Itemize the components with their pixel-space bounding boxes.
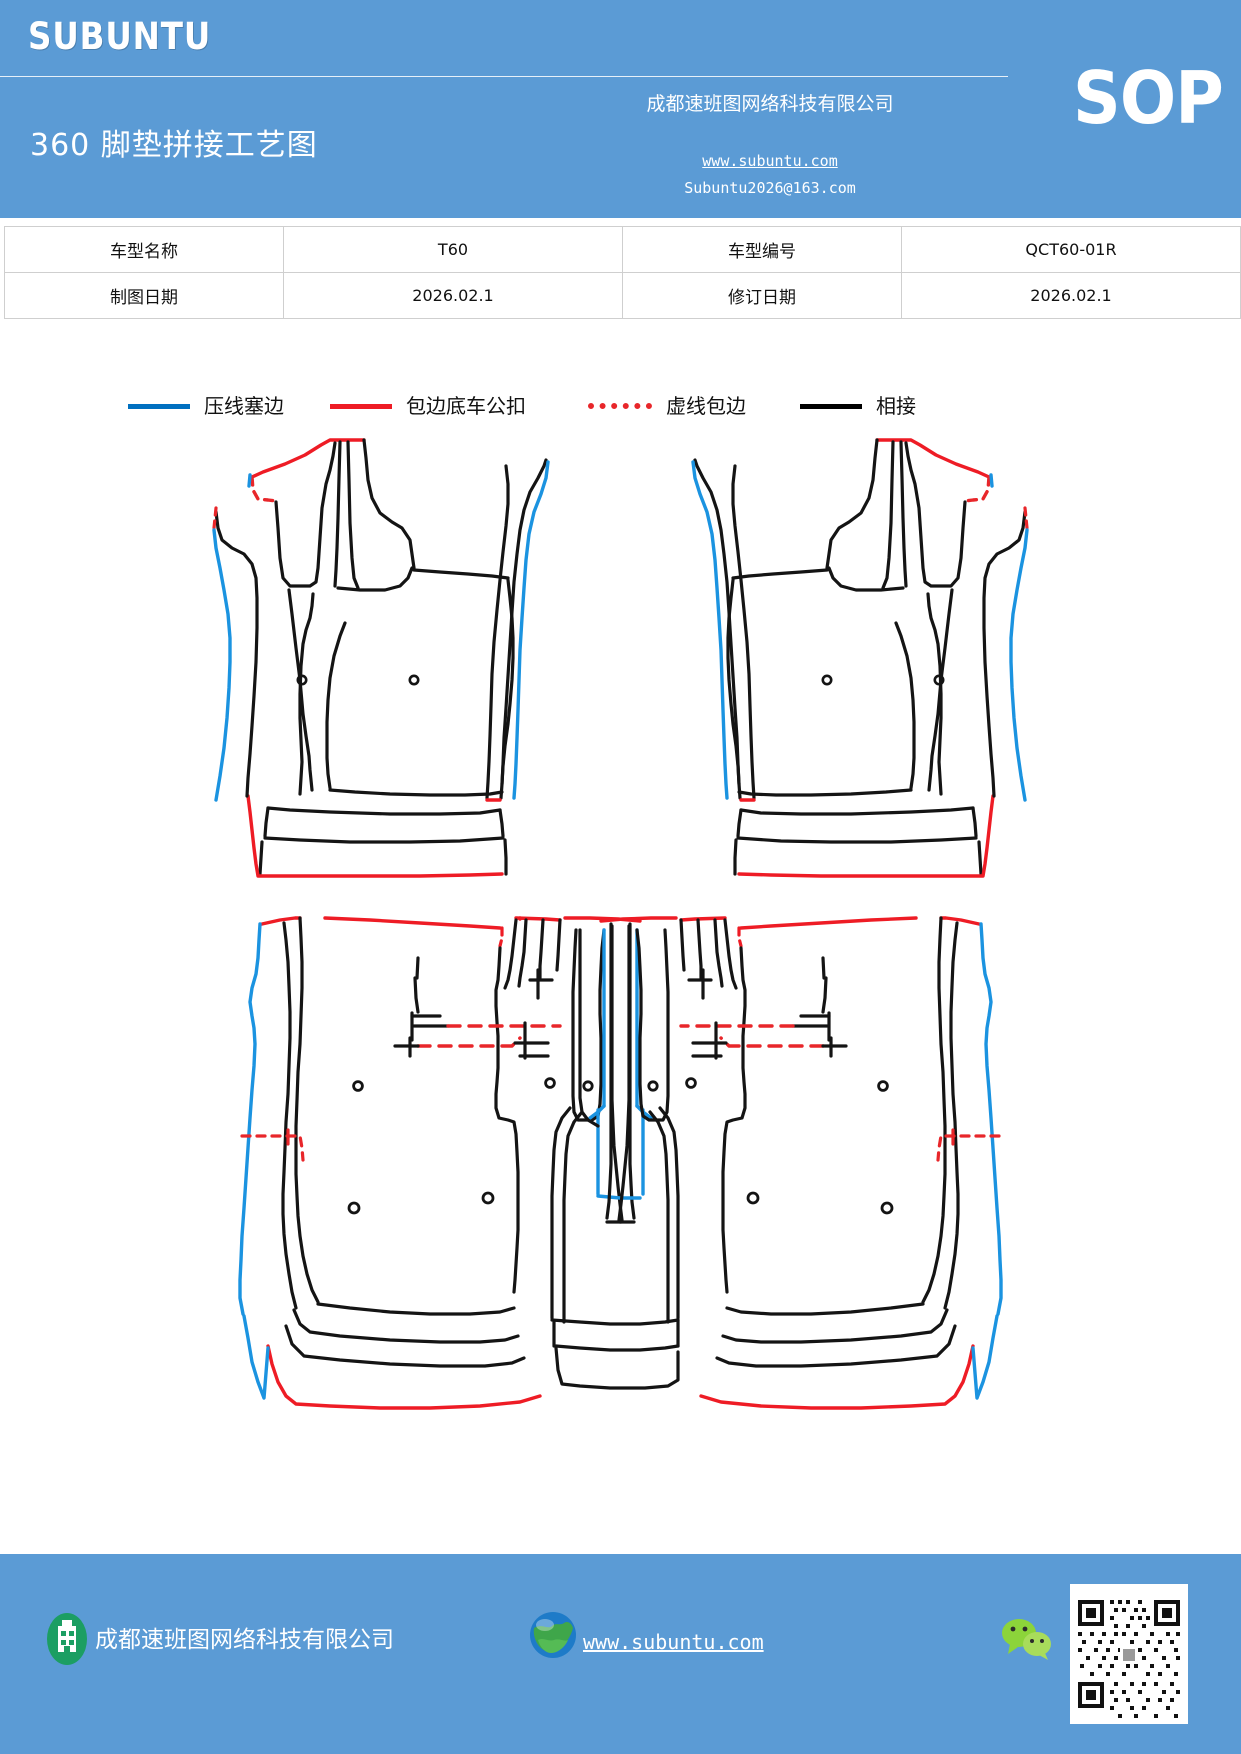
page-footer: 成都速班图网络科技有限公司 www.subuntu.com <box>0 1554 1241 1754</box>
legend-item-red-edge: 包边底车公扣 <box>330 396 526 416</box>
front-left-sill <box>485 458 550 802</box>
page-title: 360 脚垫拼接工艺图 <box>30 128 318 163</box>
legend: 压线塞边 包边底车公扣 虚线包边 相接 <box>0 392 1241 432</box>
cell-revision-date-label: 修订日期 <box>622 272 902 319</box>
rear-right-mat <box>599 916 1003 1410</box>
header-website-link[interactable]: www.subuntu.com <box>702 152 838 170</box>
cell-revision-date-value: 2026.02.1 <box>901 272 1241 319</box>
rear-right-sill <box>605 922 670 1224</box>
sop-badge: SOP <box>1073 56 1224 140</box>
qr-code <box>1070 1584 1188 1724</box>
cell-model-name-label: 车型名称 <box>4 226 284 273</box>
front-right-mat <box>726 438 1029 878</box>
page-header: SUBUNTU 360 脚垫拼接工艺图 SOP 成都速班图网络科技有限公司 ww… <box>0 0 1241 218</box>
cell-draw-date-label: 制图日期 <box>4 272 284 319</box>
footer-company-name: 成都速班图网络科技有限公司 <box>95 1627 394 1653</box>
legend-label-blue: 压线塞边 <box>204 394 284 418</box>
brand-logo: SUBUNTU <box>28 15 212 58</box>
cell-model-code-label: 车型编号 <box>622 226 902 273</box>
legend-label-black: 相接 <box>876 394 916 418</box>
table-row: 制图日期 2026.02.1 修订日期 2026.02.1 <box>4 272 1241 319</box>
legend-label-red: 包边底车公扣 <box>406 394 526 418</box>
legend-item-seam: 相接 <box>800 396 916 416</box>
wechat-icon <box>1002 1619 1051 1660</box>
front-left-mat <box>212 438 515 878</box>
mat-pattern-svg <box>212 438 1029 1410</box>
legend-swatch-black-icon <box>800 403 862 409</box>
footer-website-link[interactable]: www.subuntu.com <box>583 1630 764 1654</box>
header-divider <box>0 76 1008 77</box>
building-icon <box>47 1613 87 1665</box>
header-email: Subuntu2026@163.com <box>684 179 856 197</box>
cell-model-code-value: QCT60-01R <box>901 226 1241 273</box>
cell-draw-date-value: 2026.02.1 <box>283 272 623 319</box>
legend-item-blue-edge: 压线塞边 <box>128 396 284 416</box>
legend-swatch-blue-icon <box>128 403 190 409</box>
floor-mat-drawing <box>0 418 1241 1438</box>
legend-label-dotted: 虚线包边 <box>666 394 746 418</box>
vehicle-info-table: 车型名称 T60 车型编号 QCT60-01R 制图日期 2026.02.1 修… <box>4 226 1241 319</box>
front-right-sill <box>691 458 756 802</box>
header-company-name: 成都速班图网络科技有限公司 <box>646 93 894 115</box>
legend-swatch-dotted-icon <box>588 403 652 409</box>
legend-item-dashed-edge: 虚线包边 <box>588 396 746 416</box>
table-row: 车型名称 T60 车型编号 QCT60-01R <box>4 226 1241 273</box>
center-tunnel-mat <box>550 928 680 1390</box>
rear-left-mat <box>238 916 642 1410</box>
globe-icon <box>530 1612 576 1658</box>
legend-swatch-red-icon <box>330 403 392 409</box>
cell-model-name-value: T60 <box>283 226 623 273</box>
